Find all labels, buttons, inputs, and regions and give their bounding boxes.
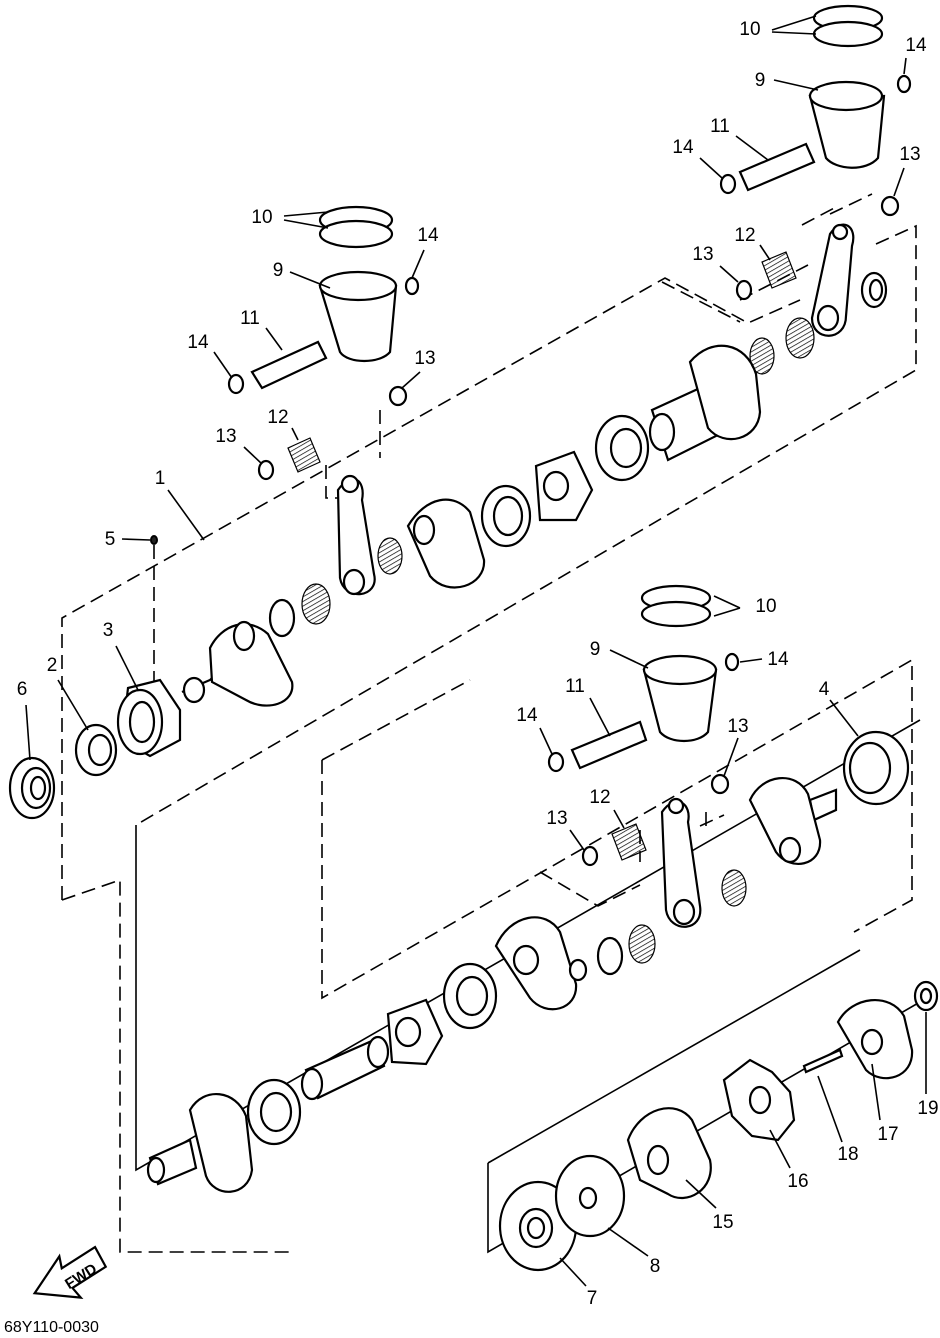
callout-14: 14 bbox=[187, 332, 209, 353]
lower-connecting-rod[interactable] bbox=[660, 797, 702, 928]
callout-7: 7 bbox=[587, 1288, 598, 1309]
callout-10: 10 bbox=[755, 596, 776, 617]
fwd-direction-arrow: FWD bbox=[32, 1245, 108, 1299]
crankshaft-web-2[interactable] bbox=[406, 498, 486, 589]
upper-bearing-race-2[interactable] bbox=[749, 317, 815, 375]
lower-shaft-spacer[interactable] bbox=[300, 1035, 390, 1101]
callout-13: 13 bbox=[727, 716, 748, 737]
upper-center-bearing-1[interactable] bbox=[480, 484, 532, 548]
callout-13: 13 bbox=[546, 808, 567, 829]
leader-lines bbox=[25, 15, 927, 1287]
callout-9: 9 bbox=[590, 639, 601, 660]
callout-16: 16 bbox=[787, 1171, 808, 1192]
callout-17: 17 bbox=[877, 1124, 898, 1145]
callout-13: 13 bbox=[215, 426, 236, 447]
callout-4: 4 bbox=[819, 679, 830, 700]
upper-washer-b[interactable] bbox=[860, 271, 888, 309]
callout-14: 14 bbox=[767, 649, 789, 670]
callout-10: 10 bbox=[251, 207, 272, 228]
callout-11: 11 bbox=[565, 676, 585, 697]
lower-labyrinth-seal[interactable] bbox=[386, 998, 444, 1066]
callout-13: 13 bbox=[692, 244, 713, 265]
callout-14: 14 bbox=[905, 35, 927, 56]
piston-set-b[interactable] bbox=[719, 4, 912, 301]
callout-2: 2 bbox=[47, 655, 58, 676]
upper-labyrinth-seal[interactable] bbox=[534, 450, 594, 522]
part-2-bearing-ring[interactable] bbox=[74, 723, 118, 777]
part-5-dowel-pin[interactable] bbox=[150, 535, 158, 545]
callout-14: 14 bbox=[417, 225, 439, 246]
lower-crankshaft-web-1[interactable] bbox=[748, 777, 838, 865]
part-19-ring[interactable] bbox=[913, 980, 939, 1012]
callout-15: 15 bbox=[712, 1212, 733, 1233]
lower-bearing-race-1[interactable] bbox=[721, 869, 747, 907]
callout-1: 1 bbox=[155, 468, 166, 489]
upper-connecting-rod-1[interactable] bbox=[336, 474, 376, 596]
crankshaft-web-1[interactable] bbox=[181, 620, 294, 707]
part-4-bearing[interactable] bbox=[842, 730, 910, 806]
part-16-rubber-damper[interactable] bbox=[722, 1058, 796, 1142]
piston-set-a[interactable] bbox=[227, 205, 420, 481]
part-8-coupling-disc[interactable] bbox=[554, 1154, 626, 1238]
part-6-oil-seal[interactable] bbox=[8, 756, 56, 820]
callout-8: 8 bbox=[650, 1256, 661, 1277]
callout-13: 13 bbox=[899, 144, 920, 165]
callout-12: 12 bbox=[267, 407, 288, 428]
upper-connecting-rod-2[interactable] bbox=[810, 223, 855, 337]
callout-18: 18 bbox=[837, 1144, 858, 1165]
part-15-coupling-hub[interactable] bbox=[626, 1107, 712, 1200]
upper-center-bearing-2[interactable] bbox=[594, 414, 650, 482]
callout-3: 3 bbox=[103, 620, 114, 641]
upper-bearing-race-1[interactable] bbox=[268, 583, 331, 638]
callout-19: 19 bbox=[917, 1098, 938, 1119]
piston-set-c[interactable] bbox=[547, 584, 740, 867]
callout-10: 10 bbox=[739, 19, 760, 40]
callout-5: 5 bbox=[105, 529, 116, 550]
lower-end-bearing[interactable] bbox=[246, 1078, 302, 1146]
lower-center-bearing-1[interactable] bbox=[442, 962, 498, 1030]
callout-14: 14 bbox=[672, 137, 694, 158]
callout-12: 12 bbox=[589, 787, 610, 808]
part-18-pin[interactable] bbox=[802, 1048, 844, 1074]
callout-11: 11 bbox=[710, 116, 730, 137]
callout-14: 14 bbox=[516, 705, 538, 726]
upper-small-washer-a[interactable] bbox=[377, 537, 403, 575]
callout-9: 9 bbox=[273, 260, 284, 281]
lower-crankshaft-web-3[interactable] bbox=[146, 1093, 254, 1193]
callout-12: 12 bbox=[734, 225, 755, 246]
callout-6: 6 bbox=[17, 679, 28, 700]
crankshaft-web-3[interactable] bbox=[648, 344, 762, 462]
callout-11: 11 bbox=[240, 308, 260, 329]
lower-bearing-race-2[interactable] bbox=[596, 924, 656, 976]
callout-13: 13 bbox=[414, 348, 435, 369]
part-17-coupling[interactable] bbox=[836, 999, 914, 1080]
drawing-code: 68Y110-0030 bbox=[4, 1319, 99, 1336]
assembly-boundaries bbox=[61, 193, 917, 1253]
lower-crankshaft-web-2[interactable] bbox=[494, 916, 588, 1011]
callout-9: 9 bbox=[755, 70, 766, 91]
part-3-bearing[interactable] bbox=[116, 678, 182, 758]
